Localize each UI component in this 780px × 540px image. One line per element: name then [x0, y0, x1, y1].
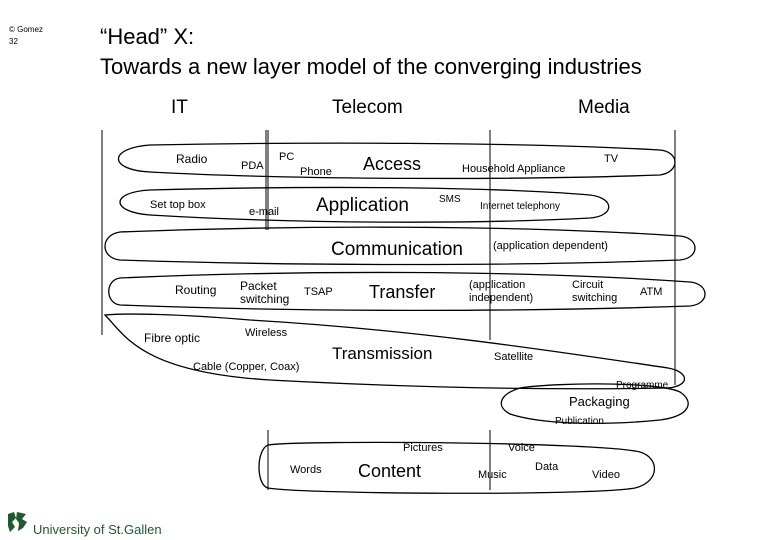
content-item-video: Video	[592, 469, 620, 481]
column-media: Media	[578, 97, 630, 118]
transfer-item-independent: independent)	[469, 292, 534, 304]
access-item-pc: PC	[279, 151, 295, 163]
transmission-layer-name: Transmission	[332, 344, 433, 363]
university-logo-text: University of St.Gallen	[33, 522, 162, 537]
transfer-item-circuit-switching: switching	[572, 292, 618, 304]
communication-layer-outline	[104, 226, 696, 266]
application-layer-outline	[119, 186, 610, 223]
access-item-household-appliance: Household Appliance	[462, 163, 566, 175]
communication-layer-note: (application dependent)	[493, 240, 608, 252]
application-item-internet-telephony: Internet telephony	[480, 201, 561, 212]
transfer-item-application: (application	[469, 279, 526, 291]
transfer-item-routing: Routing	[175, 283, 217, 297]
transfer-item-atm: ATM	[640, 286, 663, 298]
copyright-text: © Gomez	[9, 25, 43, 34]
page-title-line2: Towards a new layer model of the converg…	[100, 54, 642, 79]
packaging-layer-outline	[500, 383, 689, 425]
content-item-music: Music	[478, 469, 507, 481]
access-item-phone: Phone	[300, 166, 332, 178]
packaging-layer-name: Packaging	[569, 394, 630, 409]
content-layer-outline	[258, 441, 656, 494]
column-telecom: Telecom	[332, 97, 403, 118]
transmission-item-satellite: Satellite	[494, 351, 534, 363]
application-item-set-top-box: Set top box	[150, 199, 206, 211]
content-item-voice: Voice	[508, 442, 535, 454]
transmission-item-fibre-optic: Fibre optic	[144, 331, 201, 345]
content-item-pictures: Pictures	[403, 442, 443, 454]
access-item-pda: PDA	[241, 160, 264, 172]
transfer-layer-name: Transfer	[369, 282, 436, 302]
access-item-tv: TV	[604, 153, 619, 165]
communication-layer-name: Communication	[331, 239, 463, 260]
content-layer-name: Content	[358, 461, 422, 481]
transfer-item-packet: Packet	[240, 279, 277, 293]
application-layer-name: Application	[316, 195, 409, 216]
content-item-words: Words	[290, 464, 322, 476]
application-item-sms: SMS	[439, 194, 461, 205]
transfer-layer-outline	[108, 271, 706, 312]
application-item-email: e-mail	[249, 206, 279, 218]
access-layer-outline	[118, 142, 676, 180]
transmission-item-wireless: Wireless	[245, 327, 288, 339]
packaging-item-programme: Programme	[616, 380, 669, 391]
packaging-item-publication: Publication	[555, 416, 604, 427]
transfer-item-switching: switching	[240, 292, 290, 306]
transfer-item-tsap: TSAP	[304, 286, 333, 298]
access-item-radio: Radio	[176, 152, 208, 166]
column-it: IT	[171, 97, 188, 118]
transfer-item-circuit: Circuit	[572, 279, 604, 291]
access-layer-name: Access	[363, 154, 422, 174]
transmission-layer-outline	[103, 313, 686, 390]
page-title-line1: “Head” X:	[100, 24, 195, 49]
content-item-data: Data	[535, 461, 559, 473]
university-logo-icon	[6, 510, 30, 534]
slide-number: 32	[9, 37, 18, 46]
transmission-item-cable: Cable (Copper, Coax)	[193, 361, 300, 373]
